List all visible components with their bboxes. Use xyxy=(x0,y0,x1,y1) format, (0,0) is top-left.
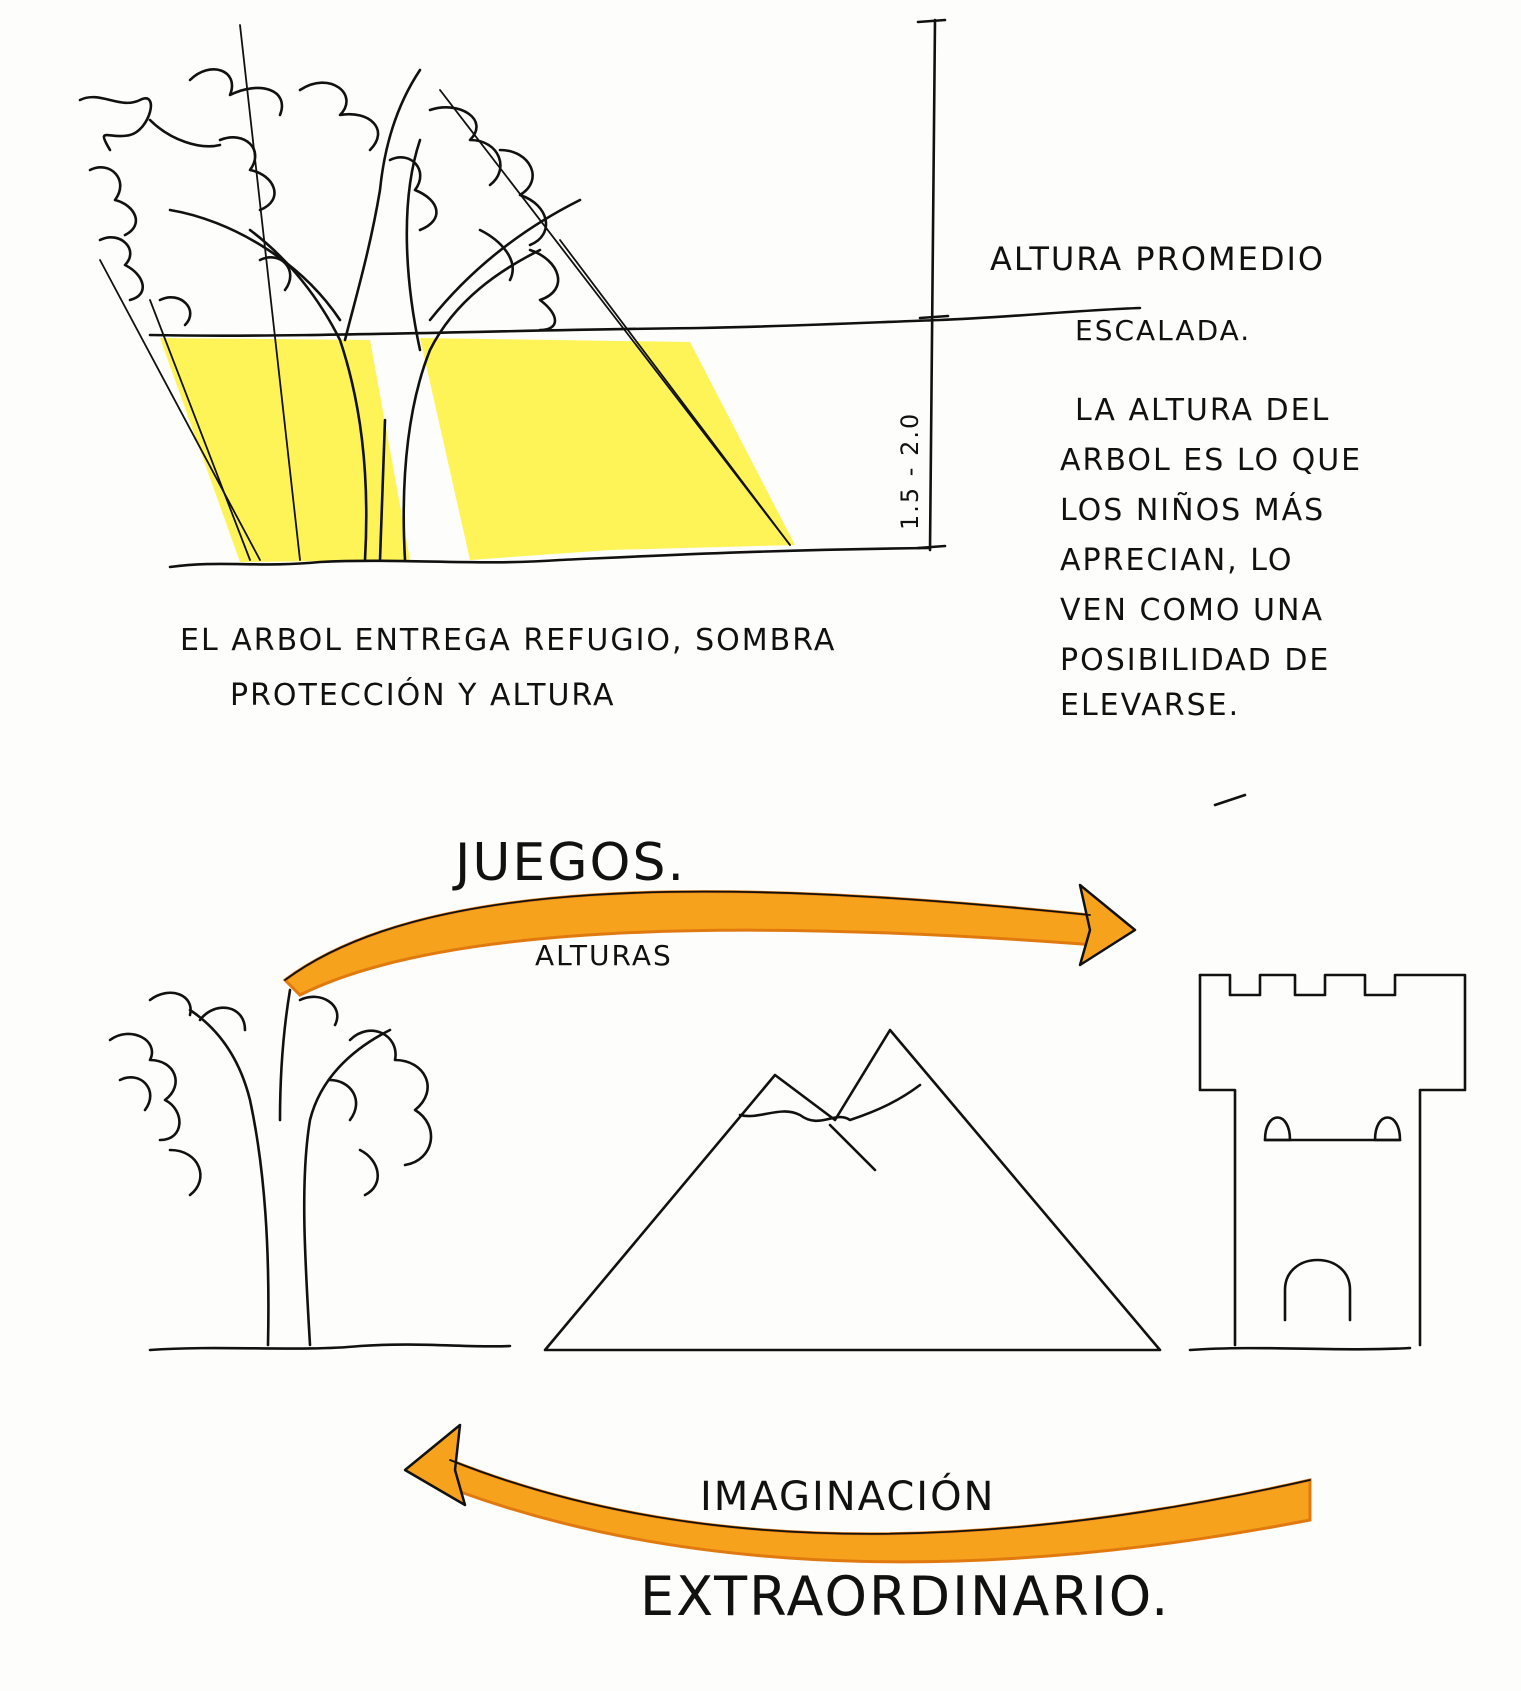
bottom-arrow-head xyxy=(403,1423,467,1507)
pen-mark xyxy=(1213,793,1247,807)
ground-line-top xyxy=(168,546,932,569)
bottom-sketch: JUEGOS. ALTURAS xyxy=(108,833,1467,1628)
note-line: ELEVARSE. xyxy=(1060,688,1240,723)
average-height-label: ALTURA PROMEDIO xyxy=(990,240,1325,278)
ground-line-castle xyxy=(1188,1346,1412,1352)
castle xyxy=(1198,973,1467,1347)
note-line: LA ALTURA DEL xyxy=(1075,393,1330,428)
climbing-label: ESCALADA. xyxy=(1075,314,1251,347)
note-line: POSIBILIDAD DE xyxy=(1060,643,1330,678)
top-arrow-sublabel: ALTURAS xyxy=(535,939,673,972)
footer-label: EXTRAORDINARIO. xyxy=(640,1565,1170,1628)
small-tree xyxy=(108,988,433,1347)
tree-crown xyxy=(78,68,560,332)
top-arrow-label: JUEGOS. xyxy=(452,833,686,893)
tree-height-note: LA ALTURA DEL ARBOL ES LO QUE LOS NIÑOS … xyxy=(1060,393,1362,723)
mountain xyxy=(543,1028,1162,1352)
average-height-line xyxy=(148,306,1142,337)
caption-line: PROTECCIÓN Y ALTURA xyxy=(230,676,616,713)
tree-shade-area xyxy=(160,338,795,562)
sun-ray-lines xyxy=(99,24,791,561)
bottom-arrow-label: IMAGINACIÓN xyxy=(700,1472,995,1520)
top-arrow-head xyxy=(1078,883,1137,967)
caption-line: EL ARBOL ENTREGA REFUGIO, SOMBRA xyxy=(180,623,836,658)
height-range-label: 1.5 - 2.0 xyxy=(896,412,924,530)
top-arrow xyxy=(282,883,1137,997)
top-sketch: 1.5 - 2.0 ALTURA PROMEDIO ESCALADA. LA A… xyxy=(78,18,1362,807)
note-line: LOS NIÑOS MÁS xyxy=(1060,492,1325,528)
note-line: APRECIAN, LO xyxy=(1060,543,1294,578)
bottom-arrow xyxy=(403,1423,1312,1564)
top-arrow-body xyxy=(282,890,1097,997)
tree-caption: EL ARBOL ENTREGA REFUGIO, SOMBRA PROTECC… xyxy=(180,623,836,713)
note-line: VEN COMO UNA xyxy=(1060,593,1324,628)
dimension-line xyxy=(916,18,950,552)
note-line: ARBOL ES LO QUE xyxy=(1060,443,1362,478)
ground-line-tree xyxy=(148,1343,512,1352)
